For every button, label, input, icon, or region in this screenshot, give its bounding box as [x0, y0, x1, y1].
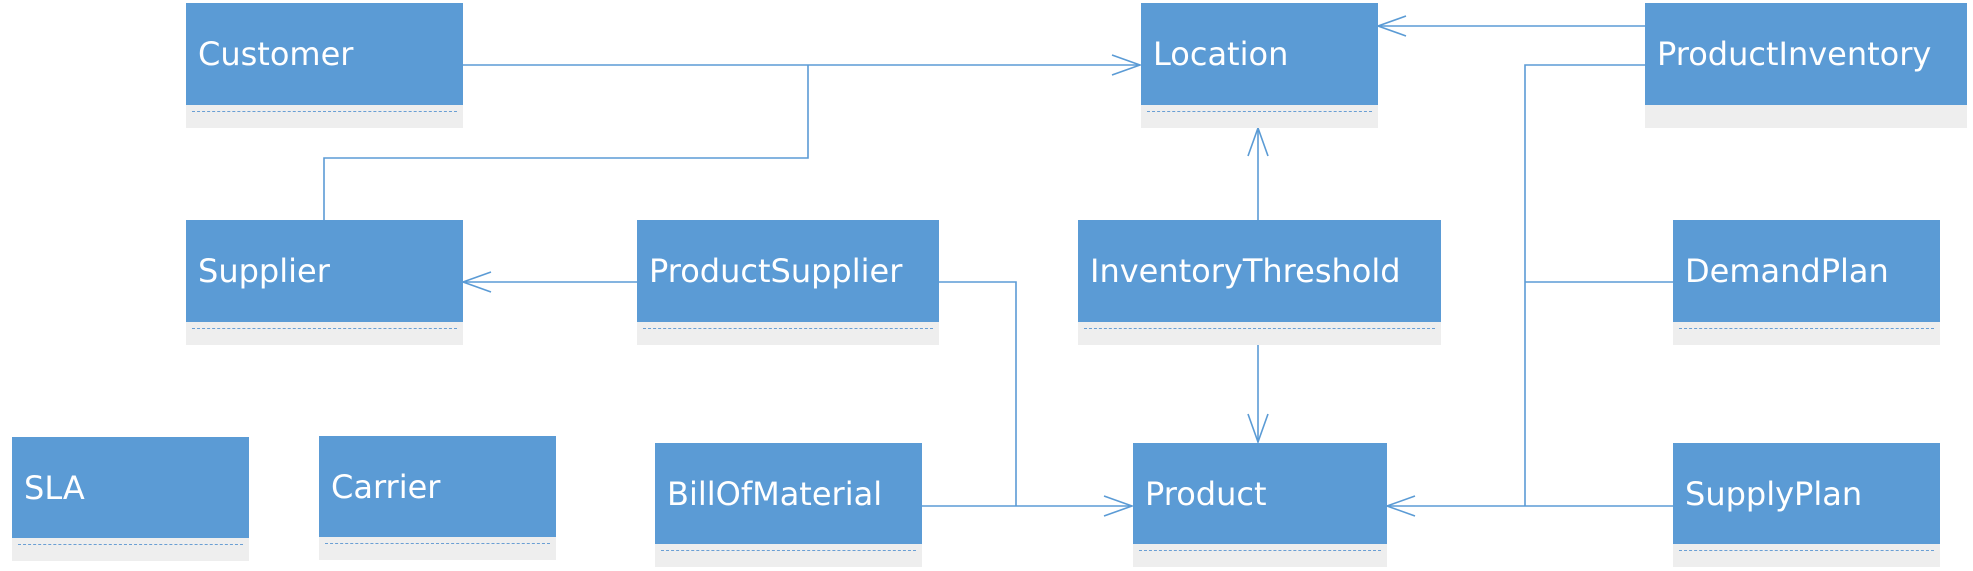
entity-supplier-header: Supplier	[186, 220, 463, 322]
entity-product-body	[1133, 544, 1387, 567]
entity-billofmaterial-body	[655, 544, 922, 567]
entity-supplyplan[interactable]: SupplyPlan	[1673, 443, 1940, 567]
entity-carrier-body	[319, 537, 556, 560]
entity-inventorythreshold-header: InventoryThreshold	[1078, 220, 1441, 322]
entity-billofmaterial-name: BillOfMaterial	[667, 474, 883, 513]
entity-product-divider	[1139, 550, 1381, 551]
entity-customer-name: Customer	[198, 35, 354, 73]
arrowhead-customer-location	[1111, 54, 1143, 76]
arrowhead-inventorythreshold-location	[1247, 125, 1269, 157]
entity-location-divider	[1147, 111, 1372, 112]
entity-productinventory-header: ProductInventory	[1645, 3, 1967, 105]
entity-customer-divider	[192, 111, 457, 112]
entity-location-header: Location	[1141, 3, 1378, 105]
entity-product-name: Product	[1145, 474, 1267, 513]
entity-productsupplier[interactable]: ProductSupplier	[637, 220, 939, 345]
entity-inventorythreshold[interactable]: InventoryThreshold	[1078, 220, 1441, 345]
entity-supplyplan-name: SupplyPlan	[1685, 474, 1863, 513]
entity-productsupplier-divider	[643, 328, 933, 329]
entity-product-header: Product	[1133, 443, 1387, 544]
arrowhead-billofmaterial-product	[1103, 495, 1135, 517]
entity-productinventory[interactable]: ProductInventory	[1645, 3, 1967, 128]
entity-customer-body	[186, 105, 463, 128]
entity-productsupplier-name: ProductSupplier	[649, 252, 903, 290]
entity-location-name: Location	[1153, 35, 1289, 73]
entity-billofmaterial-divider	[661, 550, 916, 551]
entity-supplyplan-divider	[1679, 550, 1934, 551]
entity-supplier-name: Supplier	[198, 252, 330, 290]
arrowhead-productinventory-location	[1375, 15, 1407, 37]
entity-customer-header: Customer	[186, 3, 463, 105]
arrowhead-productsupplier-supplier	[460, 271, 492, 293]
entity-billofmaterial[interactable]: BillOfMaterial	[655, 443, 922, 567]
entity-inventorythreshold-body	[1078, 322, 1441, 345]
entity-supplyplan-body	[1673, 544, 1940, 567]
entity-sla-header: SLA	[12, 437, 249, 538]
connector-supplier-location	[323, 65, 809, 220]
entity-billofmaterial-header: BillOfMaterial	[655, 443, 922, 544]
entity-sla-body	[12, 538, 249, 561]
entity-inventorythreshold-name: InventoryThreshold	[1090, 252, 1401, 290]
entity-carrier-header: Carrier	[319, 436, 556, 537]
entity-sla-divider	[18, 544, 243, 545]
arrowhead-inventorythreshold-product	[1247, 413, 1269, 445]
entity-inventorythreshold-divider	[1084, 328, 1435, 329]
entity-customer[interactable]: Customer	[186, 3, 463, 128]
entity-sla-name: SLA	[24, 468, 85, 507]
entity-demandplan-body	[1673, 322, 1940, 345]
entity-productinventory-body	[1645, 105, 1967, 128]
entity-product[interactable]: Product	[1133, 443, 1387, 567]
connector-productsupplier-product	[939, 281, 1017, 506]
entity-demandplan-name: DemandPlan	[1685, 252, 1889, 290]
entity-sla[interactable]: SLA	[12, 437, 249, 561]
entity-location-body	[1141, 105, 1378, 128]
entity-supplier-body	[186, 322, 463, 345]
entity-carrier-name: Carrier	[331, 467, 441, 506]
entity-supplyplan-header: SupplyPlan	[1673, 443, 1940, 544]
arrowhead-supplyplan-product	[1384, 495, 1416, 517]
entity-productsupplier-header: ProductSupplier	[637, 220, 939, 322]
entity-carrier[interactable]: Carrier	[319, 436, 556, 560]
entity-carrier-divider	[325, 543, 550, 544]
entity-demandplan-header: DemandPlan	[1673, 220, 1940, 322]
entity-productsupplier-body	[637, 322, 939, 345]
entity-supplier[interactable]: Supplier	[186, 220, 463, 345]
connector-productinventory-product	[1524, 64, 1645, 506]
entity-productinventory-name: ProductInventory	[1657, 35, 1932, 73]
entity-demandplan-divider	[1679, 328, 1934, 329]
entity-demandplan[interactable]: DemandPlan	[1673, 220, 1940, 345]
entity-supplier-divider	[192, 328, 457, 329]
entity-location[interactable]: Location	[1141, 3, 1378, 128]
